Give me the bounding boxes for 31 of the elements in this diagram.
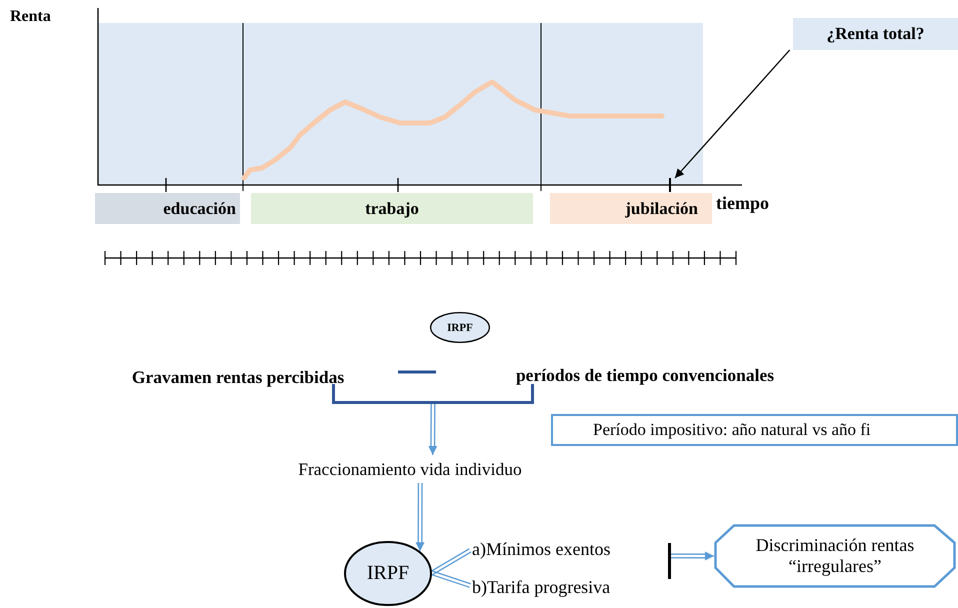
node-label: educación (163, 198, 236, 218)
axis-label: tiempo (716, 193, 769, 214)
node-label: jubilación (625, 198, 698, 218)
list-item: b)Tarifa progresiva (472, 573, 652, 601)
connector-line (430, 548, 472, 576)
axis-label: Renta (10, 8, 51, 26)
phase-band (251, 193, 533, 224)
question-box (793, 18, 958, 50)
bar-mark (668, 543, 671, 579)
node-label: IRPF (366, 562, 410, 585)
arrow (428, 403, 438, 456)
process-text: Fraccionamiento vida individuo (268, 455, 552, 483)
phase-band (95, 193, 240, 224)
node-label: trabajo (365, 198, 419, 218)
axis-tick (669, 178, 670, 192)
octagon-node (714, 524, 956, 588)
node-label: Período impositivo: año natural vs año fi (593, 420, 871, 440)
heading-text: Gravamen rentas percibidas (98, 364, 378, 390)
arrow (670, 552, 715, 560)
note-box (551, 414, 958, 446)
phase-band (550, 193, 712, 224)
ellipse-node (344, 541, 432, 606)
ellipse-node (430, 312, 490, 343)
list-item: a)Mínimos exentos (472, 535, 652, 563)
node-label: Discriminación rentas “irregulares” (754, 535, 916, 577)
node-label: IRPF (447, 322, 473, 334)
node-label: ¿Renta total? (826, 24, 924, 44)
arrow (416, 482, 425, 552)
arrow (674, 50, 790, 178)
connector-line (430, 570, 472, 588)
heading-text: períodos de tiempo convencionales (470, 362, 820, 388)
